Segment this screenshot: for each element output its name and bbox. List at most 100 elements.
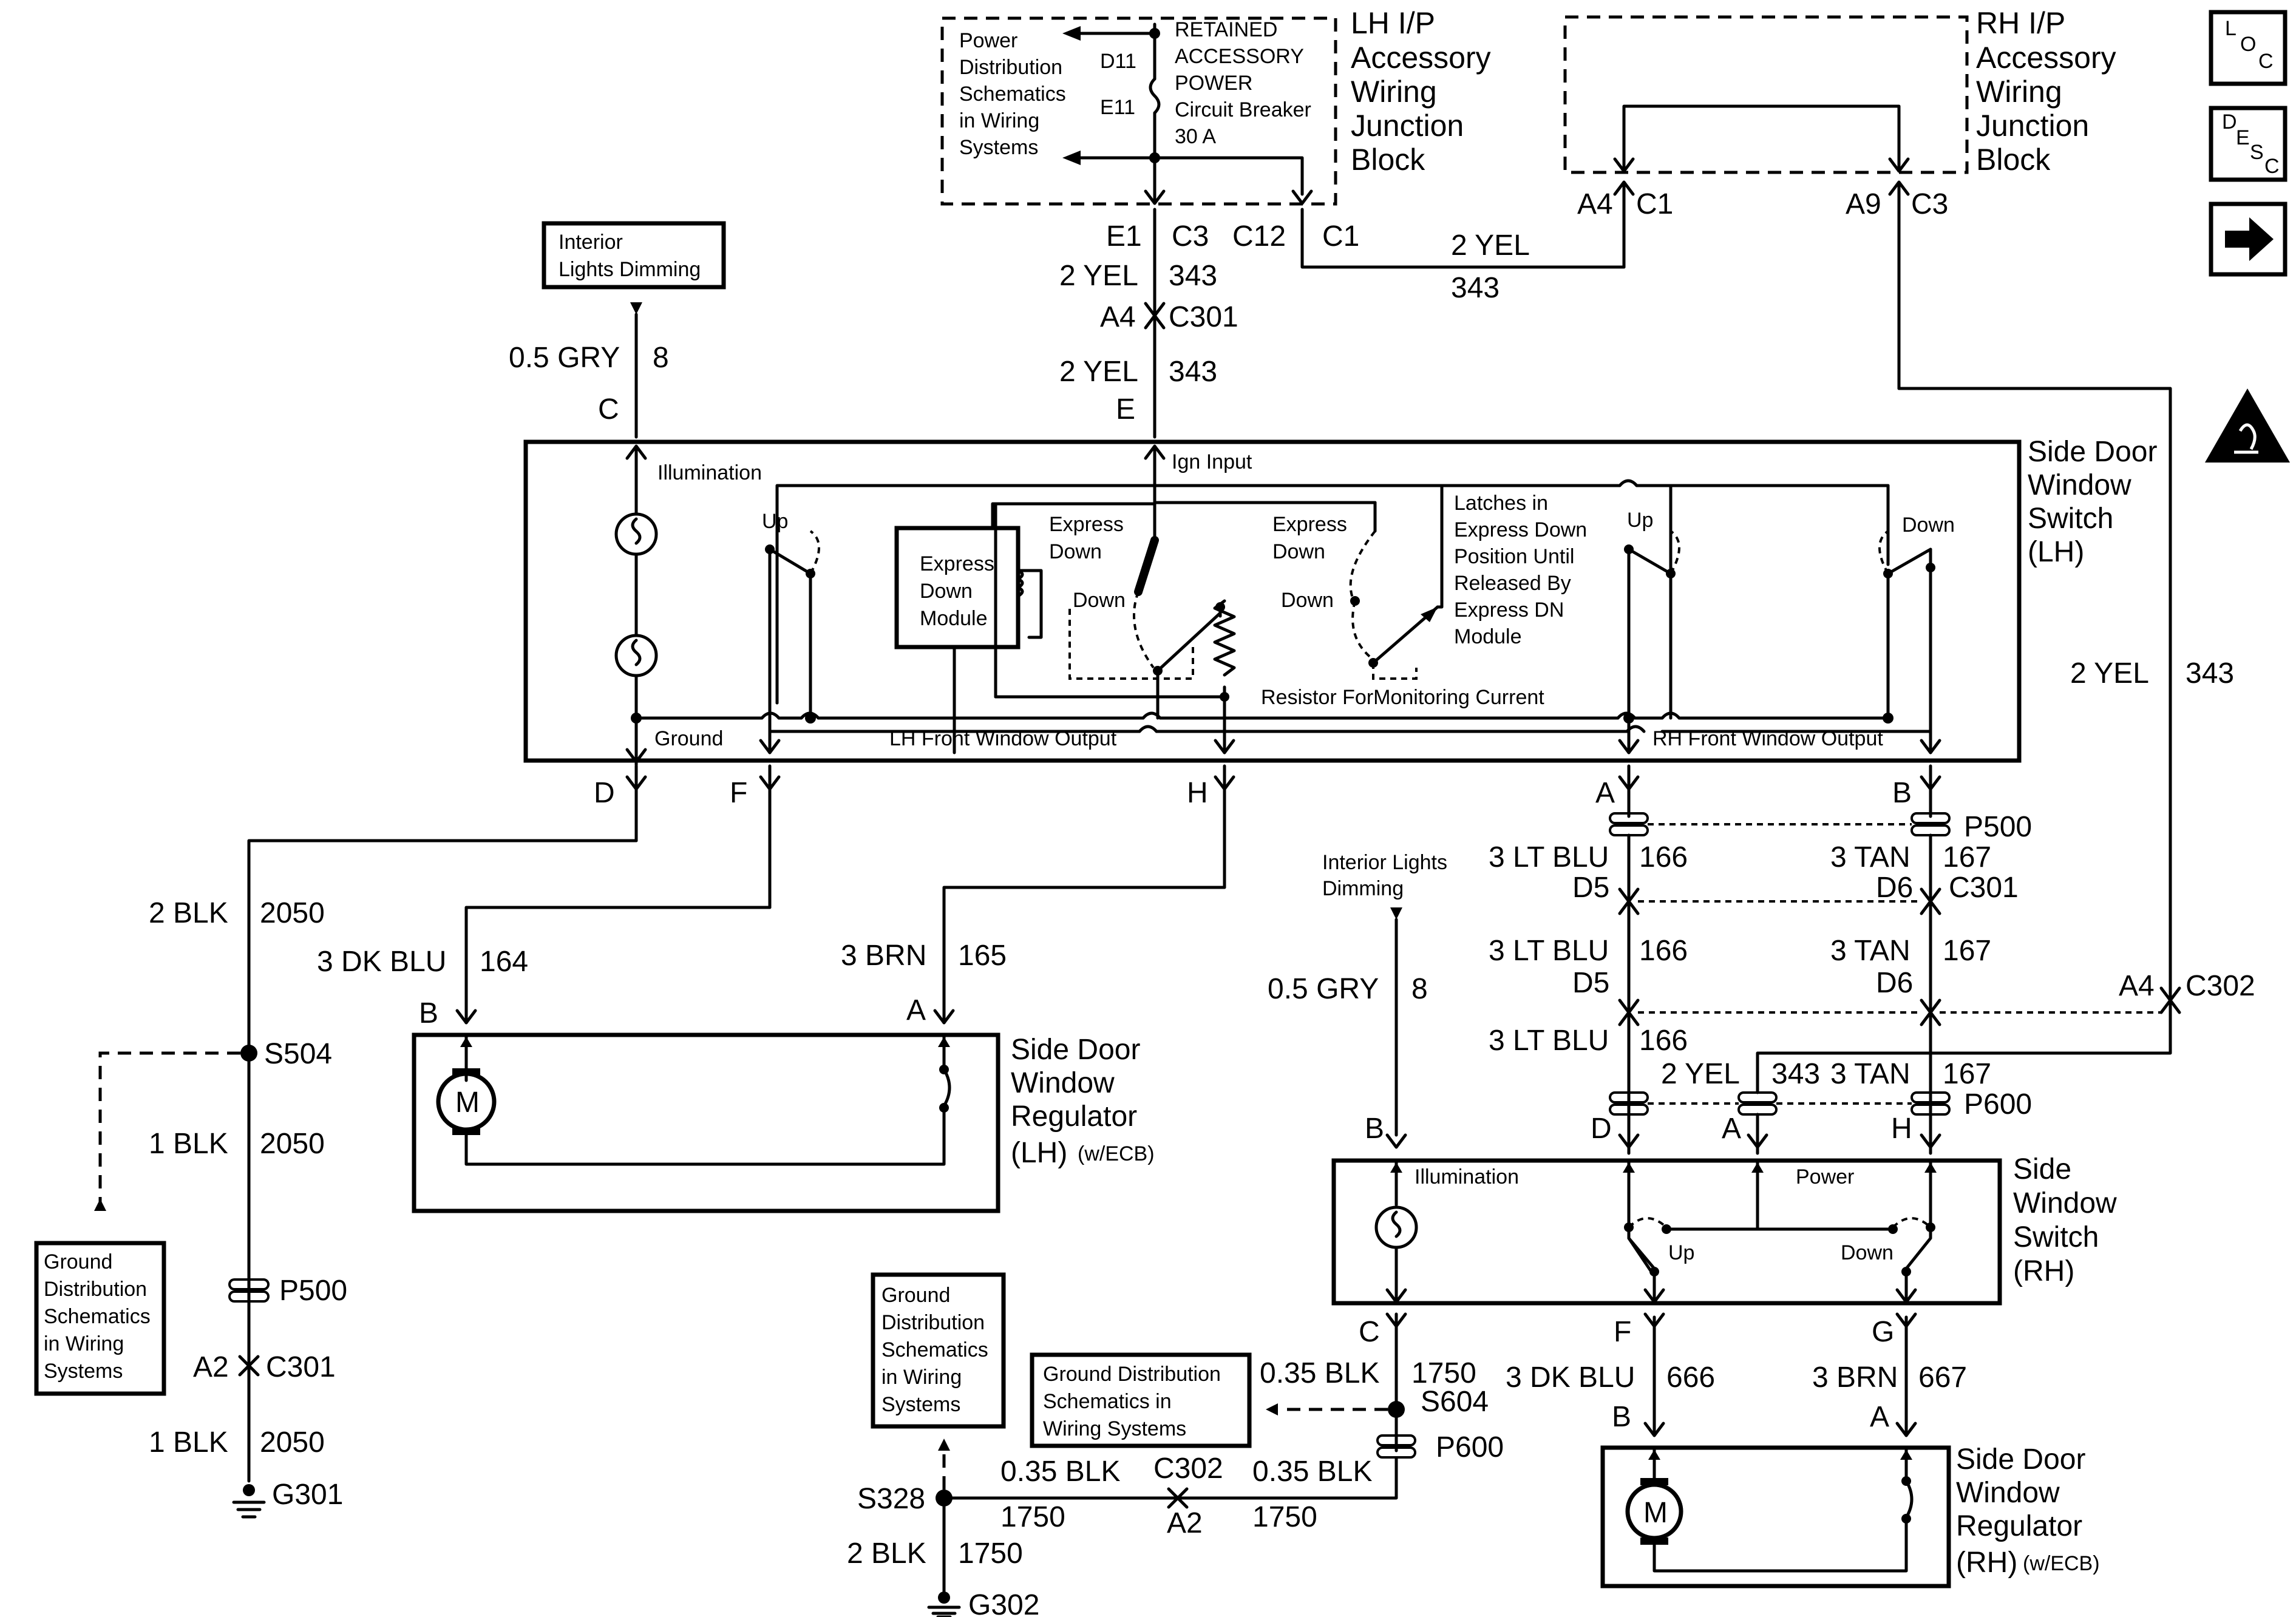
loc-icon[interactable]: L O C <box>2209 10 2288 86</box>
pin-c-lh: C <box>598 393 619 425</box>
conn-c301-top: C301 <box>1169 301 1238 333</box>
wire-167-1: 167 <box>1943 841 1991 873</box>
wire-1750-d: 1750 <box>958 1537 1023 1570</box>
conn-d5-2: D5 <box>1572 967 1609 999</box>
wire-ltblu-3: 3 LT BLU <box>1489 1025 1609 1057</box>
wire-3dkblu-rh: 3 DK BLU <box>1506 1361 1635 1394</box>
gdb1-1: Ground <box>881 1284 950 1307</box>
wire-343-c12: 343 <box>1451 272 1500 304</box>
wire-343-b: 343 <box>1169 356 1217 388</box>
lh-reg-title-1: Side Door <box>1011 1034 1140 1066</box>
rh-reg-title-2: Window <box>1956 1477 2060 1509</box>
wire-8-lh: 8 <box>653 342 669 374</box>
lh-reg-suffix: (w/ECB) <box>1078 1142 1155 1165</box>
lh-ground-label: Ground <box>654 727 723 750</box>
wire-1750-c: 1750 <box>1000 1501 1065 1533</box>
rh-side-door-window-regulator: M Side Door Window Regulator (RH) (w/ECB… <box>1600 1443 2100 1588</box>
wire-343-rh: 343 <box>1771 1058 1820 1090</box>
rh-motor-label: M <box>1643 1497 1668 1529</box>
gdbl-5: Systems <box>44 1360 123 1383</box>
wire-8-rh: 8 <box>1411 973 1428 1005</box>
breaker-label-5: 30 A <box>1175 125 1216 148</box>
rh-pin-c1: C1 <box>1636 188 1673 220</box>
gdb2-3: Wiring Systems <box>1043 1417 1186 1440</box>
lh-switch-title-2: Window <box>2028 469 2131 501</box>
gdbl-4: in Wiring <box>44 1332 124 1355</box>
rh-conn-a: A <box>1722 1113 1741 1145</box>
gdb1-3: Schematics <box>881 1338 988 1361</box>
p600-connector-h <box>1911 1091 1951 1116</box>
breaker-label-3: POWER <box>1175 72 1252 95</box>
svg-text:O: O <box>2240 33 2256 56</box>
p500-connector-left <box>228 1278 270 1303</box>
svg-text:L: L <box>2225 17 2237 40</box>
rh-switch-title-4: (RH) <box>2013 1255 2074 1287</box>
wire-667: 667 <box>1918 1361 1967 1394</box>
rh-reg-pin-b: B <box>1612 1401 1631 1433</box>
rh-dimming-2: Dimming <box>1322 877 1404 900</box>
rh-reg-suffix: (w/ECB) <box>2023 1552 2100 1575</box>
latches-6: Module <box>1454 625 1522 648</box>
dimming-box-line-2: Lights Dimming <box>559 258 701 281</box>
wire-666: 666 <box>1666 1361 1715 1394</box>
arrow-right-icon[interactable] <box>2209 202 2288 277</box>
wire-gry-lh: 0.5 GRY <box>509 342 620 374</box>
wire-343-a: 343 <box>1169 260 1217 292</box>
p600-ground: P600 <box>1436 1431 1504 1463</box>
wire-2050-c: 2050 <box>260 1426 325 1459</box>
splice-s328: S328 <box>857 1483 925 1515</box>
esd-warning-icon <box>2205 388 2290 463</box>
pin-c3: C3 <box>1172 220 1209 253</box>
desc-icon[interactable]: D E S C <box>2209 106 2288 182</box>
power-dist-note-4: in Wiring <box>959 109 1039 132</box>
wire-2yel-a: 2 YEL <box>1059 260 1138 292</box>
splice-s604: S604 <box>1421 1386 1489 1418</box>
wire-1blk-b: 1 BLK <box>149 1426 228 1459</box>
lh-up-label: Up <box>762 510 788 533</box>
wire-3brn-rh: 3 BRN <box>1812 1361 1898 1394</box>
svg-text:C: C <box>2258 50 2274 73</box>
p600-connector-a <box>1737 1091 1778 1116</box>
ground-dist-box-lower-left: Ground Distribution Schematics in Wiring… <box>871 1272 1006 1429</box>
wire-166-2: 166 <box>1639 935 1688 967</box>
dimming-box-line-1: Interior <box>559 231 623 254</box>
lh-ip-title-2: Accessory <box>1351 41 1491 75</box>
lh-switch-title-1: Side Door <box>2028 436 2157 468</box>
latches-3: Position Until <box>1454 545 1574 568</box>
power-dist-note-2: Distribution <box>959 56 1062 79</box>
lh-down-label: Down <box>1073 589 1126 612</box>
lh-pin-d: D <box>594 777 615 809</box>
rh-ip-junction-block: RH I/P Accessory Wiring Junction Block A… <box>1563 6 2116 390</box>
wire-yel-rh: 2 YEL <box>1661 1058 1740 1090</box>
pin-c12: C12 <box>1232 220 1286 253</box>
lh-reg-title-2: Window <box>1011 1067 1115 1099</box>
rh-pin-a9: A9 <box>1846 188 1881 220</box>
rh-reg-title-3: Regulator <box>1956 1510 2082 1542</box>
rh-reg-title-1: Side Door <box>1956 1443 2085 1476</box>
ground-g301: G301 <box>272 1479 343 1511</box>
pin-e-lh: E <box>1116 393 1135 425</box>
rh-reg-pin-a: A <box>1870 1401 1889 1433</box>
lh-express-down-2a: Express <box>1272 513 1347 536</box>
wire-166-1: 166 <box>1639 841 1688 873</box>
ground-g301-icon <box>232 1484 266 1519</box>
lh-express-down-1: Express <box>1049 513 1124 536</box>
svg-text:S: S <box>2250 141 2264 164</box>
lh-express-down-2: Down <box>1049 540 1102 563</box>
rh-switch-title-1: Side <box>2013 1153 2071 1185</box>
rh-conn-d: D <box>1591 1113 1612 1145</box>
rh-ip-title-2: Accessory <box>1976 41 2116 75</box>
wire-2yel-right: 2 YEL <box>2070 657 2149 690</box>
gdbl-3: Schematics <box>44 1305 151 1328</box>
rh-switch-title-3: Switch <box>2013 1221 2099 1253</box>
lh-pin-a: A <box>1595 777 1615 809</box>
lh-motor-label: M <box>455 1086 480 1119</box>
lh-pin-b: B <box>1892 777 1912 809</box>
conn-a4-c302: A4 <box>2119 970 2155 1002</box>
wire-2blk: 2 BLK <box>149 897 228 929</box>
wire-ltblu-1: 3 LT BLU <box>1489 841 1609 873</box>
lh-illumination: Illumination <box>657 461 762 484</box>
breaker-label-2: ACCESSORY <box>1175 45 1304 68</box>
ground-dist-box-left: Ground Distribution Schematics in Wiring… <box>34 1241 166 1396</box>
breaker-label-4: Circuit Breaker <box>1175 98 1311 121</box>
